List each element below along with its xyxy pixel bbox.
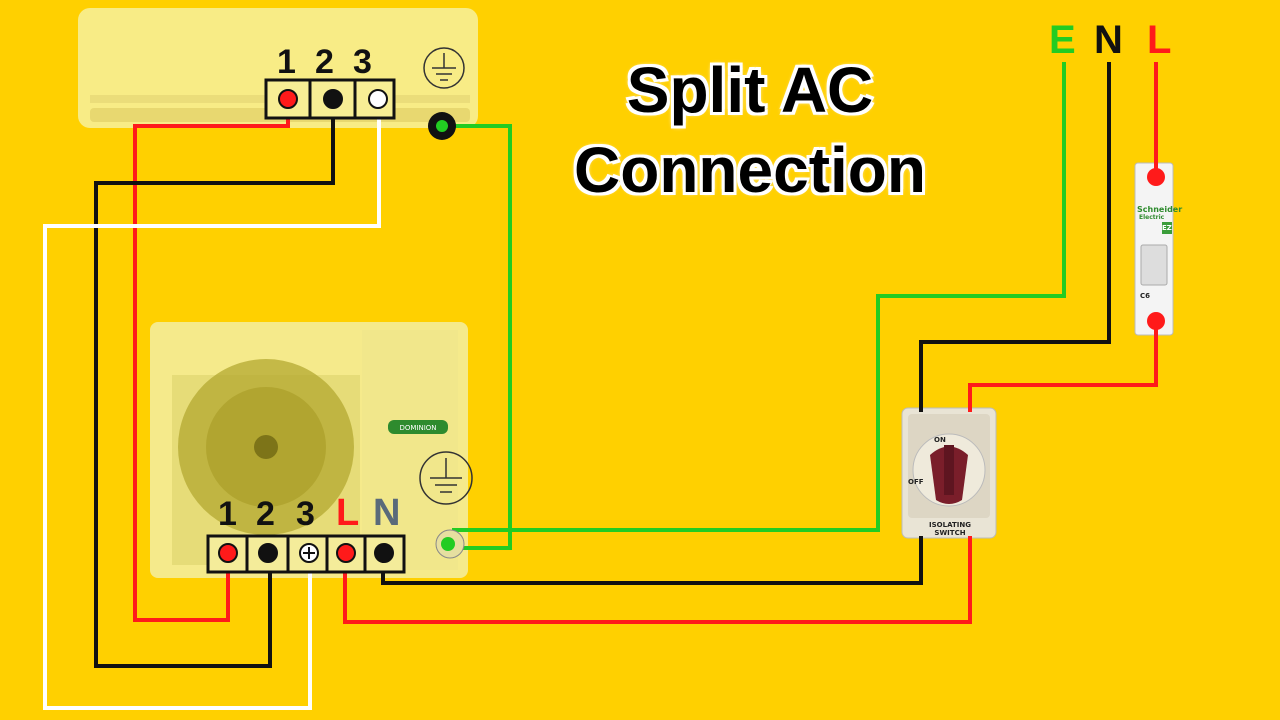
outdoor-earth-terminal	[435, 529, 465, 559]
indoor-terminal-1-label: 1	[277, 43, 296, 81]
outdoor-terminal-1-screw	[218, 543, 238, 563]
mcb-rating: C6	[1140, 292, 1151, 300]
isolating-switch	[901, 407, 997, 539]
live-wire-mcb-switch	[968, 322, 1158, 412]
mcb-top-terminal	[1147, 168, 1165, 186]
outdoor-terminal-2-screw	[258, 543, 278, 563]
outdoor-terminal-n-screw	[374, 543, 394, 563]
mcb-brand: Schneider	[1137, 205, 1183, 214]
indoor-terminal-2-label: 2	[315, 43, 334, 81]
earth-wire-indoor	[446, 124, 512, 550]
indoor-terminal-3-screw	[368, 89, 388, 109]
outdoor-live-label: L	[336, 492, 360, 534]
mcb-bottom-terminal	[1147, 312, 1165, 330]
wire-terminal-1	[133, 100, 290, 622]
outdoor-unit: DOMINION	[150, 322, 468, 578]
wire-terminal-3	[43, 100, 381, 710]
indoor-terminal-block	[264, 78, 396, 120]
outdoor-terminal-3-label: 3	[296, 495, 315, 533]
isolator-label: ISOLATING SWITCH	[929, 521, 971, 537]
outdoor-ground-symbol	[419, 451, 473, 505]
isolator-off-label: OFF	[908, 478, 924, 486]
indoor-terminal-2-screw	[323, 89, 343, 109]
title-line-2: Connection	[574, 134, 926, 206]
outdoor-brand-badge: DOMINION	[399, 424, 436, 432]
indoor-ground-symbol	[423, 47, 465, 89]
neutral-wire-supply	[919, 62, 1111, 412]
indoor-terminal-3-label: 3	[353, 43, 372, 81]
outdoor-neutral-label: N	[373, 492, 401, 534]
indoor-terminal-1-screw	[278, 89, 298, 109]
mcb-breaker	[1134, 162, 1174, 336]
supply-neutral-label: N	[1094, 18, 1123, 62]
mcb-brand-sub: Electric	[1139, 214, 1165, 221]
outdoor-terminal-2-label: 2	[256, 495, 275, 533]
outdoor-terminal-block	[206, 534, 406, 574]
isolator-on-label: ON	[934, 436, 946, 444]
supply-live-label: L	[1147, 18, 1172, 62]
outdoor-terminal-l-screw	[336, 543, 356, 563]
wire-terminal-2	[94, 100, 335, 668]
earth-wire-supply	[452, 62, 1066, 532]
live-wire-outdoor	[343, 536, 972, 624]
indoor-earth-terminal	[428, 112, 456, 140]
outdoor-terminal-1-label: 1	[218, 495, 237, 533]
supply-earth-label: E	[1049, 18, 1076, 62]
title-line-1: Split AC	[626, 54, 874, 126]
mcb-series: EZ	[1162, 224, 1172, 232]
